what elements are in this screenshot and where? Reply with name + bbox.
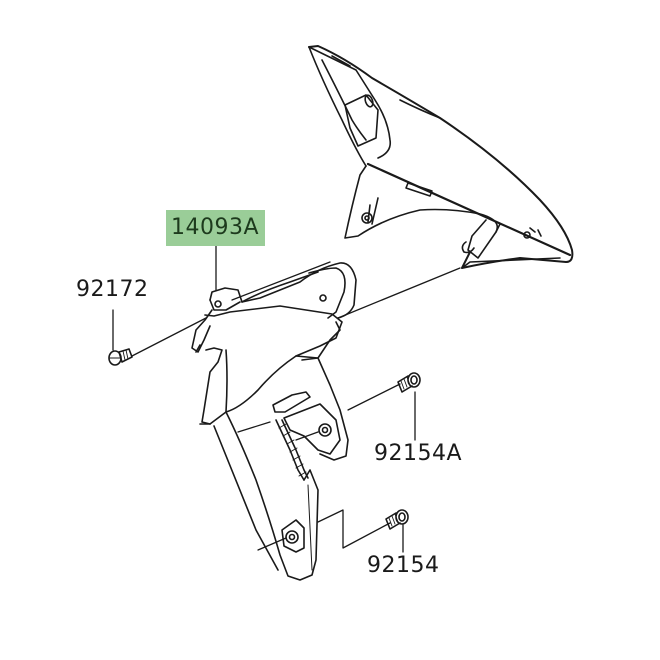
part-label-92154[interactable]: 92154: [367, 553, 440, 578]
bolt-92154-icon: [385, 509, 409, 530]
part-label-92172[interactable]: 92172: [76, 277, 149, 302]
part-label-14093A[interactable]: 14093A: [166, 210, 266, 246]
leader-lines: [112, 243, 461, 553]
front-fender-shell: [308, 45, 574, 269]
bolt-92154A-icon: [397, 372, 421, 393]
screw-92172-icon: [108, 348, 133, 366]
part-label-92154A[interactable]: 92154A: [374, 441, 463, 466]
fender-bracket-14093A: [191, 262, 357, 581]
